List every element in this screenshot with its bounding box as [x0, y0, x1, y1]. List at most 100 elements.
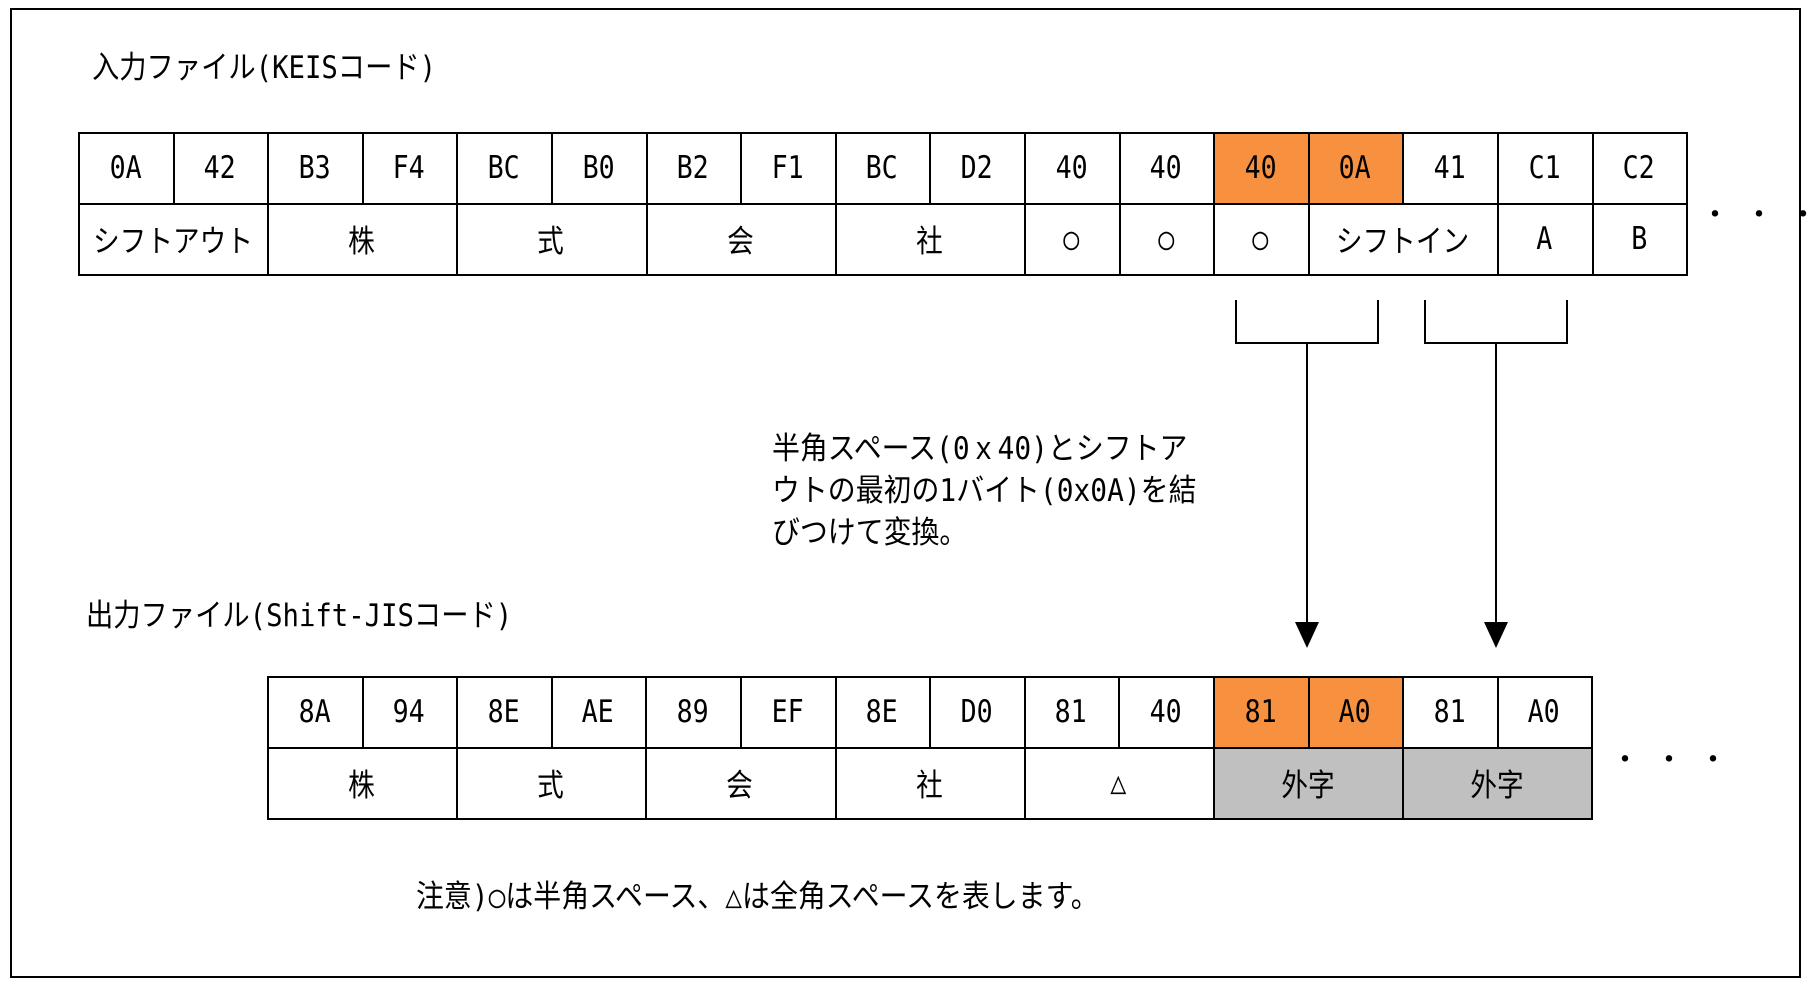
input-hex-divider: [267, 132, 270, 203]
input-hex-cell: BC: [487, 149, 520, 186]
output-char-divider: [1213, 747, 1215, 818]
output-char-divider: [834, 747, 837, 818]
output-hex-divider: [1307, 676, 1310, 747]
output-hex-cell: 40: [1149, 693, 1182, 730]
input-char-divider: [78, 203, 80, 274]
input-hex-cell: F4: [393, 149, 426, 186]
output-char-divider: [1402, 747, 1405, 818]
output-char-cell: 外字: [1213, 747, 1403, 818]
explanation-line-2: ウトの最初の1バイト(0x0A)を結: [772, 473, 1197, 509]
output-hex-divider: [550, 676, 553, 747]
input-hex-divider: [1402, 132, 1405, 203]
output-hex-cell: 81: [1055, 693, 1088, 730]
output-hex-divider: [456, 676, 459, 747]
input-char-divider: [1118, 203, 1121, 274]
input-hex-cell: 40: [1149, 149, 1182, 186]
output-table-bottom-border: [267, 818, 1594, 820]
input-char-cell: シフトアウト: [92, 224, 253, 260]
input-hex-cell: 40: [1213, 132, 1308, 203]
input-hex-cell: 40: [1055, 149, 1088, 186]
arrowhead-2: [1484, 622, 1508, 648]
output-char-cell: 会: [726, 768, 754, 804]
input-hex-divider: [1591, 132, 1594, 203]
input-hex-divider: [645, 132, 648, 203]
output-char-cell: △: [1110, 764, 1127, 801]
output-hex-divider: [1591, 676, 1594, 747]
input-char-divider: [645, 203, 648, 274]
output-char-cell: 外字: [1402, 747, 1592, 818]
output-hex-cell: D0: [960, 693, 993, 730]
explanation-line-1: 半角スペース(0ｘ40)とシフトア: [772, 431, 1188, 467]
input-continuation: ・・・: [1700, 198, 1811, 233]
input-hex-divider: [1686, 132, 1689, 203]
input-hex-cell: 41: [1433, 149, 1466, 186]
output-table-middle-line: [267, 747, 1594, 749]
output-hex-divider: [740, 676, 742, 747]
input-char-cell: 会: [726, 224, 754, 260]
input-table-top-border: [78, 132, 1689, 134]
output-char-divider: [1591, 747, 1594, 818]
output-hex-divider: [1402, 676, 1405, 747]
diagram-frame: [10, 8, 1801, 978]
input-hex-divider: [929, 132, 932, 203]
input-char-divider: [1591, 203, 1594, 274]
input-hex-cell: 42: [203, 149, 236, 186]
output-char-cell: 株: [348, 768, 375, 804]
input-char-divider: [456, 203, 459, 274]
output-hex-cell: 8E: [487, 693, 520, 730]
input-char-cell: ○: [1157, 220, 1174, 257]
input-hex-divider: [78, 132, 80, 203]
output-hex-cell: A0: [1307, 676, 1403, 747]
output-file-title: 出力ファイル(Shift-JISコード): [86, 598, 513, 634]
output-char-divider: [1023, 747, 1026, 818]
output-hex-divider: [361, 676, 364, 747]
output-hex-cell: 8E: [865, 693, 898, 730]
input-hex-divider: [456, 132, 459, 203]
input-hex-divider: [740, 132, 743, 203]
output-hex-divider: [1023, 676, 1026, 747]
input-char-divider: [267, 203, 270, 274]
explanation-text: 半角スペース(0ｘ40)とシフトア ウトの最初の1バイト(0x0A)を結 びつけ…: [772, 428, 1196, 554]
output-hex-cell: A0: [1528, 693, 1561, 730]
output-hex-cell: AE: [582, 693, 615, 730]
input-char-cell: 式: [537, 224, 565, 260]
input-hex-cell: B2: [676, 149, 709, 186]
input-char-divider: [1213, 203, 1216, 274]
input-char-cell: シフトイン: [1335, 224, 1470, 260]
input-hex-cell: F1: [771, 149, 804, 186]
footnote: 注意)○は半角スペース、△は全角スペースを表します。: [416, 879, 1099, 915]
input-hex-cell: D2: [960, 149, 993, 186]
output-hex-divider: [1213, 676, 1215, 747]
input-hex-cell: 0A: [1307, 132, 1403, 203]
input-hex-divider: [361, 132, 364, 203]
input-hex-divider: [172, 132, 175, 203]
input-char-cell: 株: [348, 224, 376, 260]
output-char-divider: [267, 747, 269, 818]
input-char-cell: ○: [1063, 220, 1080, 257]
output-hex-cell: 89: [676, 693, 709, 730]
output-hex-cell: 8A: [298, 693, 331, 730]
input-char-divider: [1307, 203, 1310, 274]
output-continuation: ・・・: [1610, 743, 1742, 778]
input-hex-cell: 0A: [109, 149, 142, 186]
output-hex-cell: EF: [771, 693, 804, 730]
output-hex-cell: 81: [1213, 676, 1308, 747]
output-char-divider: [645, 747, 648, 818]
input-hex-cell: B0: [582, 149, 615, 186]
bracket-shiftin-a: [1424, 300, 1568, 344]
input-char-cell: B: [1630, 220, 1647, 257]
input-char-divider: [834, 203, 837, 274]
output-hex-divider: [1118, 676, 1121, 747]
input-hex-divider: [1497, 132, 1499, 203]
output-hex-divider: [645, 676, 648, 747]
explanation-line-3: びつけて変換。: [772, 515, 968, 551]
output-hex-divider: [929, 676, 932, 747]
input-hex-cell: BC: [866, 149, 899, 186]
input-hex-cell: B3: [298, 149, 331, 186]
output-hex-cell: 94: [392, 693, 425, 730]
output-char-cell: 社: [915, 768, 943, 804]
input-hex-divider: [834, 132, 837, 203]
input-hex-divider: [1024, 132, 1026, 203]
input-file-title: 入力ファイル(KEISコード): [92, 50, 437, 86]
